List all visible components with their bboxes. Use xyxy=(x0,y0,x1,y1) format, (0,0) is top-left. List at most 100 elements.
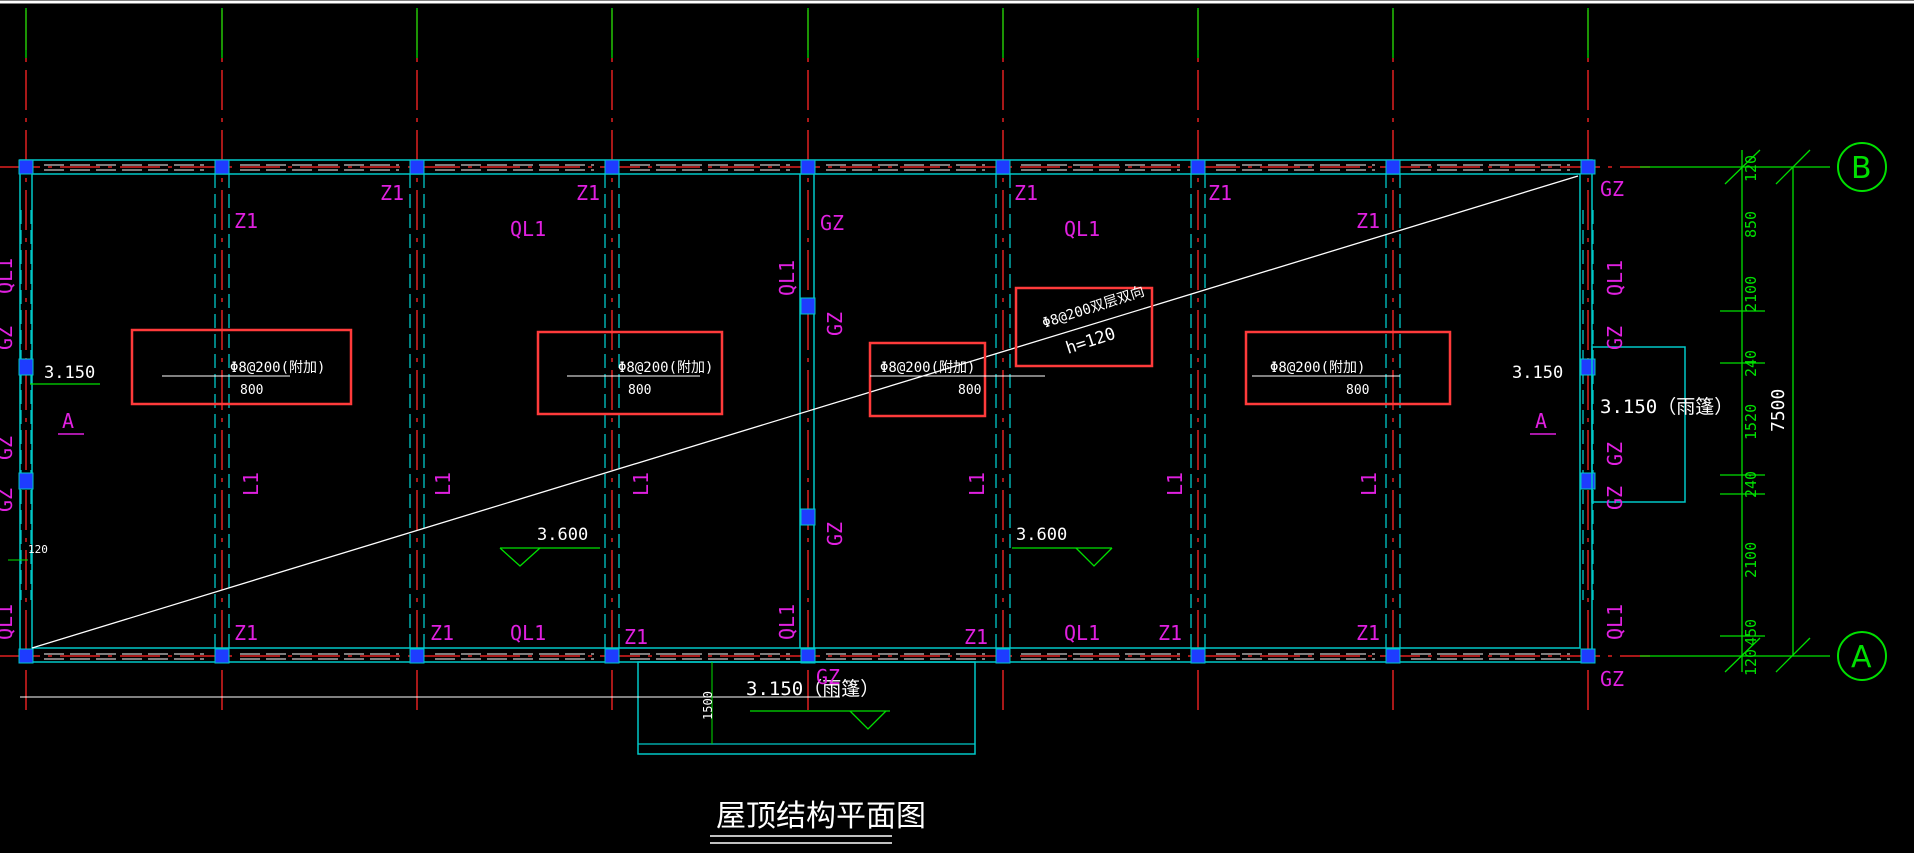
label-h-17: QL1 xyxy=(510,621,546,645)
rebar-box-frame-2 xyxy=(868,341,987,418)
label-v-3: QL1 xyxy=(775,604,799,640)
canopy-right-elevation: 3.150（雨篷） xyxy=(1600,396,1733,418)
column-mid-3[interactable] xyxy=(1580,472,1596,490)
label-v-9: L1 xyxy=(1357,472,1381,496)
label-h-12: Z1 xyxy=(430,621,454,645)
rebar-box-2[interactable]: Φ8@200(附加)800 xyxy=(868,341,1045,418)
column-top-8[interactable] xyxy=(1580,159,1596,175)
column-mid-0[interactable] xyxy=(18,358,34,376)
label-h-15: Z1 xyxy=(1158,621,1182,645)
elevation-left: 3.150 xyxy=(44,363,95,383)
label-v-7: L1 xyxy=(965,472,989,496)
label-v-0: QL1 xyxy=(775,260,799,296)
column-mid-2[interactable] xyxy=(1580,358,1596,376)
grid-bubble-b[interactable] xyxy=(1837,142,1887,192)
label-v-5: L1 xyxy=(431,472,455,496)
column-bottom-6[interactable] xyxy=(1190,648,1206,664)
label-v-4: L1 xyxy=(239,472,263,496)
label-h-19: GZ xyxy=(816,665,840,689)
rebar-box-frame-0 xyxy=(130,328,353,406)
column-mid-5[interactable] xyxy=(800,508,816,526)
column-bottom-1[interactable] xyxy=(214,648,230,664)
column-top-1[interactable] xyxy=(214,159,230,175)
label-h-6: QL1 xyxy=(510,217,546,241)
canopy-right xyxy=(1591,346,1686,503)
grid-label-b: B xyxy=(1851,151,1872,186)
label-h-7: QL1 xyxy=(1064,217,1100,241)
rebar-box-0[interactable]: Φ8@200(附加)800 xyxy=(130,328,353,406)
elevation-mid-2: 3.600 xyxy=(1016,525,1067,545)
center-wall xyxy=(799,174,815,648)
section-a-right: A xyxy=(1535,409,1547,433)
dim-240-bottom: 240 xyxy=(1742,471,1760,498)
grid-axis-extensions xyxy=(25,8,1589,58)
grid-bubble-a[interactable] xyxy=(1837,631,1887,681)
rebar-box-1[interactable]: Φ8@200(附加)800 xyxy=(536,330,724,416)
internal-beams xyxy=(20,174,1594,648)
column-bottom-8[interactable] xyxy=(1580,648,1596,664)
label-h-3: Z1 xyxy=(1014,181,1038,205)
label-v-17: GZ xyxy=(0,436,17,460)
dim-120-top: 120 xyxy=(1742,155,1760,182)
label-v-6: L1 xyxy=(629,472,653,496)
label-v-15: QL1 xyxy=(0,258,17,294)
rebar-annotations: Φ8@200(附加)800Φ8@200(附加)800Φ8@200(附加)800Φ… xyxy=(130,328,1452,418)
rebar-box-frame-3 xyxy=(1244,330,1452,406)
column-bottom-3[interactable] xyxy=(604,648,620,664)
column-mid-1[interactable] xyxy=(18,472,34,490)
column-top-4[interactable] xyxy=(800,159,816,175)
column-bottom-2[interactable] xyxy=(409,648,425,664)
label-v-14: QL1 xyxy=(1603,604,1627,640)
dim-120-bottom: 120 xyxy=(1742,649,1760,676)
label-h-14: Z1 xyxy=(964,625,988,649)
label-h-9: GZ xyxy=(1600,177,1624,201)
canopy-bottom xyxy=(637,661,976,755)
label-h-2: Z1 xyxy=(576,181,600,205)
dim-7500: 7500 xyxy=(1768,389,1789,432)
label-h-10: GZ xyxy=(1600,667,1624,691)
canopy-elevation-mark xyxy=(750,710,890,730)
label-v-13: GZ xyxy=(1603,486,1627,510)
right-dimension-lines xyxy=(1640,149,1830,673)
column-top-0[interactable] xyxy=(18,159,34,175)
column-top-6[interactable] xyxy=(1190,159,1206,175)
rebar-label-3: Φ8@200(附加) xyxy=(1270,360,1365,376)
column-top-3[interactable] xyxy=(604,159,620,175)
column-mid-4[interactable] xyxy=(800,297,816,315)
dim-240-top: 240 xyxy=(1742,350,1760,377)
label-v-19: QL1 xyxy=(0,604,17,640)
rebar-label-0: Φ8@200(附加) xyxy=(230,360,325,376)
label-h-16: Z1 xyxy=(1356,621,1380,645)
column-bottom-4[interactable] xyxy=(800,648,816,664)
elevation-mid-1: 3.600 xyxy=(537,525,588,545)
label-v-10: QL1 xyxy=(1603,260,1627,296)
elev-mid-2-mark xyxy=(1012,547,1113,567)
label-h-5: Z1 xyxy=(1356,209,1380,233)
column-bottom-7[interactable] xyxy=(1385,648,1401,664)
label-v-12: GZ xyxy=(1603,442,1627,466)
double-layer-rebar[interactable]: Φ8@200双层双向 h=120 xyxy=(1014,284,1154,368)
column-markers xyxy=(18,159,1596,664)
label-h-13: Z1 xyxy=(624,625,648,649)
label-v-2: GZ xyxy=(823,522,847,546)
rebar-length-2: 800 xyxy=(958,383,981,398)
perimeter-walls xyxy=(19,159,1593,663)
column-top-7[interactable] xyxy=(1385,159,1401,175)
rebar-box-frame-1 xyxy=(536,330,724,416)
label-h-8: GZ xyxy=(820,211,844,235)
column-bottom-5[interactable] xyxy=(995,648,1011,664)
rebar-box-3[interactable]: Φ8@200(附加)800 xyxy=(1244,330,1452,406)
label-v-16: GZ xyxy=(0,326,17,350)
label-h-1: Z1 xyxy=(380,181,404,205)
rebar-label-1: Φ8@200(附加) xyxy=(618,360,713,376)
column-bottom-0[interactable] xyxy=(18,648,34,664)
diagonal-slab-line xyxy=(31,175,1579,649)
column-top-5[interactable] xyxy=(995,159,1011,175)
drawing-title: 屋顶结构平面图 xyxy=(716,799,926,834)
section-a-left: A xyxy=(62,409,74,433)
column-top-2[interactable] xyxy=(409,159,425,175)
label-h-11: Z1 xyxy=(234,621,258,645)
